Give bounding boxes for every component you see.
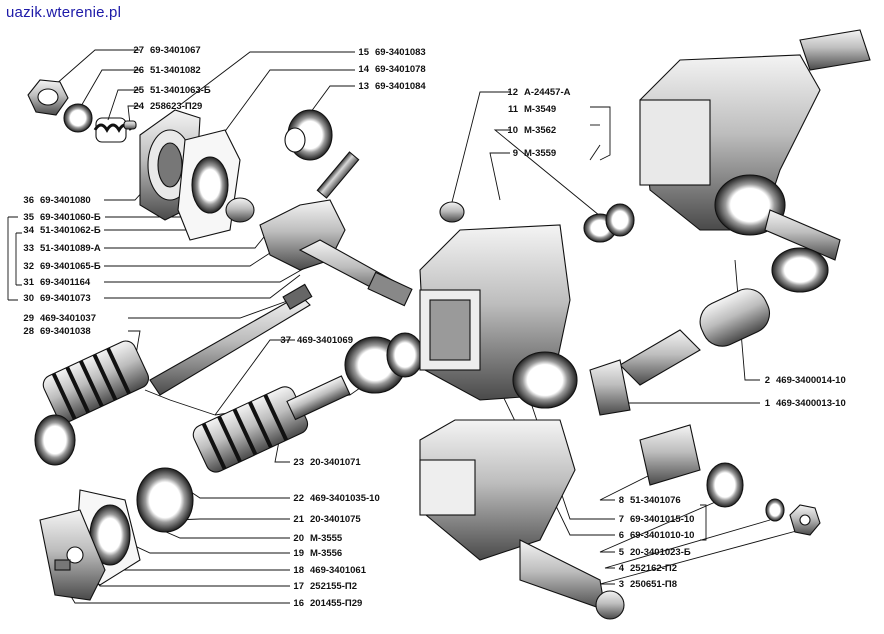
leader-lines	[7, 49, 801, 604]
parts-art	[27, 29, 871, 620]
watermark: uazik.wterenie.pl	[6, 4, 122, 21]
